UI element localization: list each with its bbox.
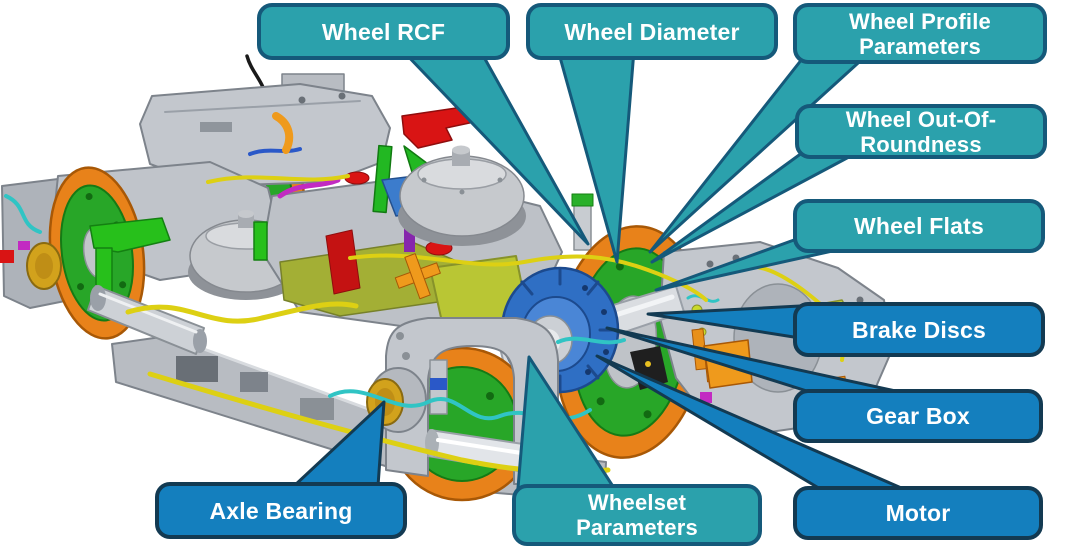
callout-wheel-flats: Wheel Flats <box>793 199 1045 253</box>
cable-yellow-left <box>125 301 359 324</box>
callout-leaders <box>292 48 908 492</box>
green-post <box>253 221 268 261</box>
tube-magenta <box>277 177 341 199</box>
pipe-cyan-left <box>4 194 42 234</box>
magenta-part-right <box>700 392 712 403</box>
tube-blue <box>248 147 302 156</box>
callout-wheel-profile-parameters-label-1: Wheel Profile <box>849 8 991 34</box>
callout-wheel-profile-parameters-label-2: Parameters <box>859 33 981 59</box>
bogie-3d-model <box>0 54 893 503</box>
callout-wheel-flats-label: Wheel Flats <box>853 213 984 239</box>
lateral-damper <box>87 285 207 355</box>
callout-wheelset-parameters-label-1: Wheelset <box>587 490 687 515</box>
callout-axle-bearing: Axle Bearing <box>155 482 407 539</box>
callout-wheel-out-of-roundness: Wheel Out-Of- Roundness <box>795 104 1047 159</box>
callout-brake-discs-label: Brake Discs <box>852 316 986 343</box>
red-part-left <box>0 250 14 263</box>
callout-gear-box: Gear Box <box>793 389 1043 443</box>
green-bracket-left <box>89 217 171 293</box>
callout-wheel-rcf-label: Wheel RCF <box>321 18 446 45</box>
valve-cap-green <box>571 193 594 207</box>
callout-wheel-diameter: Wheel Diameter <box>526 3 778 60</box>
pipe-cyan-mid <box>556 336 626 345</box>
axle-bearing-cap-left <box>26 242 62 290</box>
orange-curve <box>272 112 294 154</box>
orange-x-bracket <box>394 253 441 300</box>
air-spring-center <box>398 145 526 246</box>
magenta-part-left <box>18 241 30 250</box>
callout-wheel-diameter-label: Wheel Diameter <box>564 18 740 45</box>
callout-axle-bearing-label: Axle Bearing <box>209 497 353 524</box>
callout-wheel-out-of-roundness-label-2: Roundness <box>860 131 982 157</box>
cable-yellow-middle <box>348 253 708 302</box>
callout-wheel-profile-parameters: Wheel Profile Parameters <box>793 3 1047 64</box>
callout-wheel-rcf: Wheel RCF <box>257 3 510 60</box>
vertical-actuator <box>429 359 448 415</box>
callout-gear-box-label: Gear Box <box>866 403 970 429</box>
callout-wheel-out-of-roundness-label-1: Wheel Out-Of- <box>845 106 997 132</box>
purple-part <box>404 226 415 252</box>
callout-motor-label: Motor <box>885 500 951 526</box>
callout-wheelset-parameters: Wheelset Parameters <box>512 484 762 546</box>
callout-motor: Motor <box>793 486 1043 540</box>
callout-brake-discs: Brake Discs <box>793 302 1045 357</box>
callout-wheelset-parameters-label-2: Parameters <box>576 515 698 540</box>
frame-headstock-rear <box>139 73 391 187</box>
cable-yellow-top <box>206 174 350 184</box>
top-bracket <box>372 105 475 214</box>
